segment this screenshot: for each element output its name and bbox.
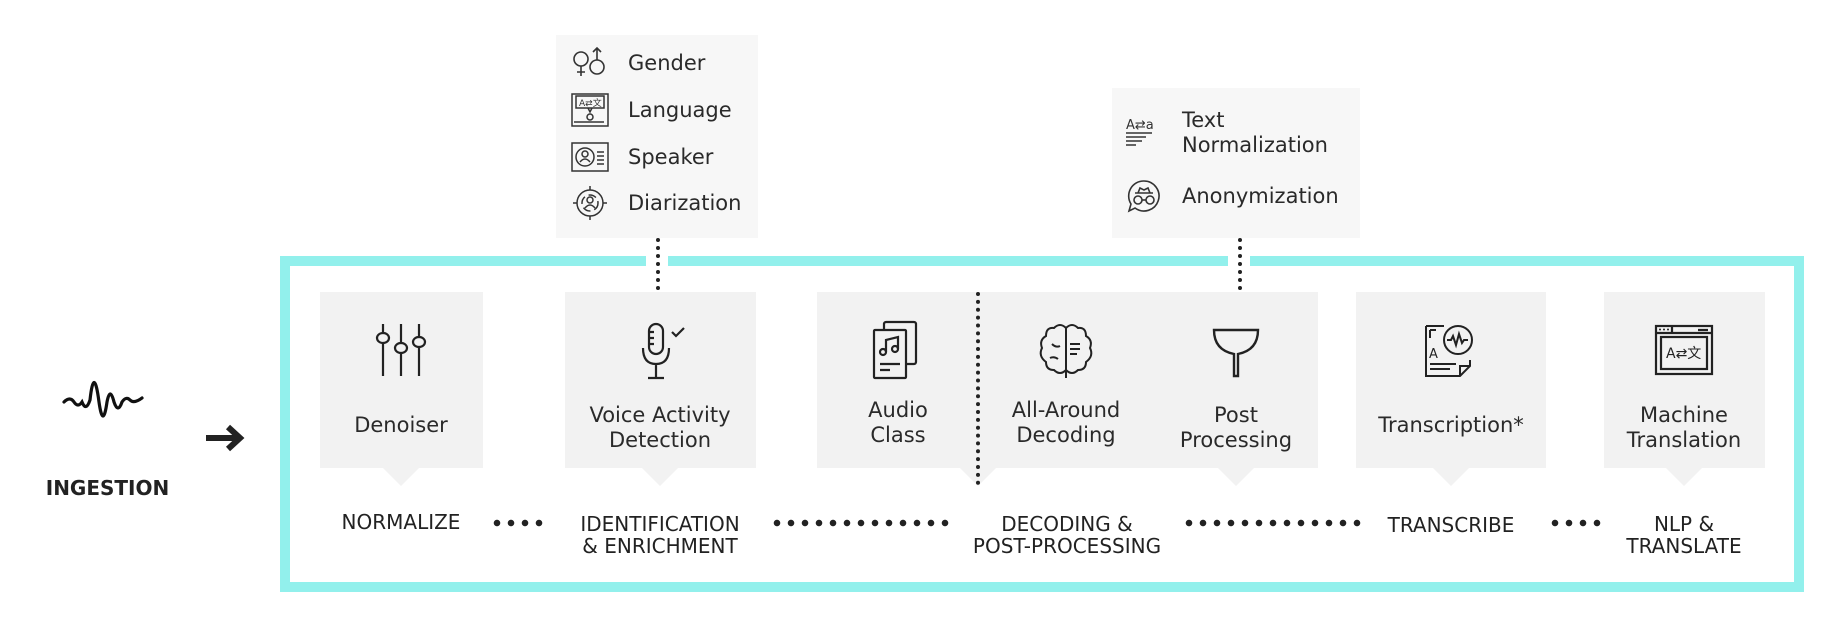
module-label: Transcription* <box>1378 413 1524 437</box>
card-pointer <box>1666 468 1702 486</box>
identification-features-panel: Gender A⇄文 Language Speaker Diarization <box>556 35 758 238</box>
sound-wave-icon <box>62 380 144 418</box>
transcription-icon: A <box>1425 325 1473 377</box>
feature-anonymization: Anonymization <box>1124 178 1339 214</box>
gender-icon <box>573 46 605 76</box>
language-icon: A⇄文 <box>571 93 609 127</box>
stage-connector-dots <box>1548 519 1604 527</box>
card-pointer <box>383 468 419 486</box>
stage-label-identification: IDENTIFICATION& ENRICHMENT <box>580 512 740 558</box>
stage-divider-dots <box>976 292 984 485</box>
speaker-id-icon <box>571 142 609 172</box>
feature-diarization: Diarization <box>570 185 741 221</box>
microphone-check-icon <box>641 322 685 380</box>
anonymization-icon <box>1127 180 1160 213</box>
svg-text:A⇄文: A⇄文 <box>579 97 602 109</box>
ingestion-label: INGESTION <box>45 476 170 500</box>
sliders-icon <box>375 324 427 376</box>
funnel-icon <box>1212 328 1260 378</box>
feature-language: A⇄文 Language <box>570 92 732 128</box>
card-pointer <box>642 468 678 486</box>
module-label: Denoiser <box>354 413 448 437</box>
card-pointer <box>1433 468 1469 486</box>
svg-text:A⇄文: A⇄文 <box>1666 346 1701 362</box>
module-card-machine-translation[interactable] <box>1604 292 1765 468</box>
connector-dots <box>656 238 664 290</box>
pipeline-frame <box>280 256 1804 592</box>
module-card-transcription[interactable] <box>1356 292 1546 468</box>
stage-label-nlp: NLP &TRANSLATE <box>1626 512 1742 558</box>
connector-dots <box>1238 238 1246 290</box>
stage-label-decoding: DECODING &POST-PROCESSING <box>972 512 1162 558</box>
stage-label-normalize: NORMALIZE <box>341 510 461 534</box>
svg-text:A⇄a: A⇄a <box>1126 118 1154 133</box>
brain-icon <box>1039 324 1093 378</box>
module-card-denoiser[interactable] <box>320 292 483 468</box>
card-pointer <box>1218 468 1254 486</box>
audio-file-icon <box>872 320 918 380</box>
arrow-right-icon <box>206 424 245 452</box>
stage-connector-dots <box>490 519 546 527</box>
stage-connector-dots <box>770 519 952 527</box>
stage-connector-dots <box>1182 519 1364 527</box>
translate-window-icon: A⇄文 <box>1654 324 1714 376</box>
module-card-vad[interactable] <box>565 292 756 468</box>
stage-label-transcribe: TRANSCRIBE <box>1387 513 1515 537</box>
feature-speaker: Speaker <box>570 139 713 175</box>
svg-text:A: A <box>1429 347 1438 362</box>
feature-gender: Gender <box>570 45 705 81</box>
diarization-icon <box>573 186 607 220</box>
text-normalization-icon: A⇄a <box>1126 118 1154 146</box>
